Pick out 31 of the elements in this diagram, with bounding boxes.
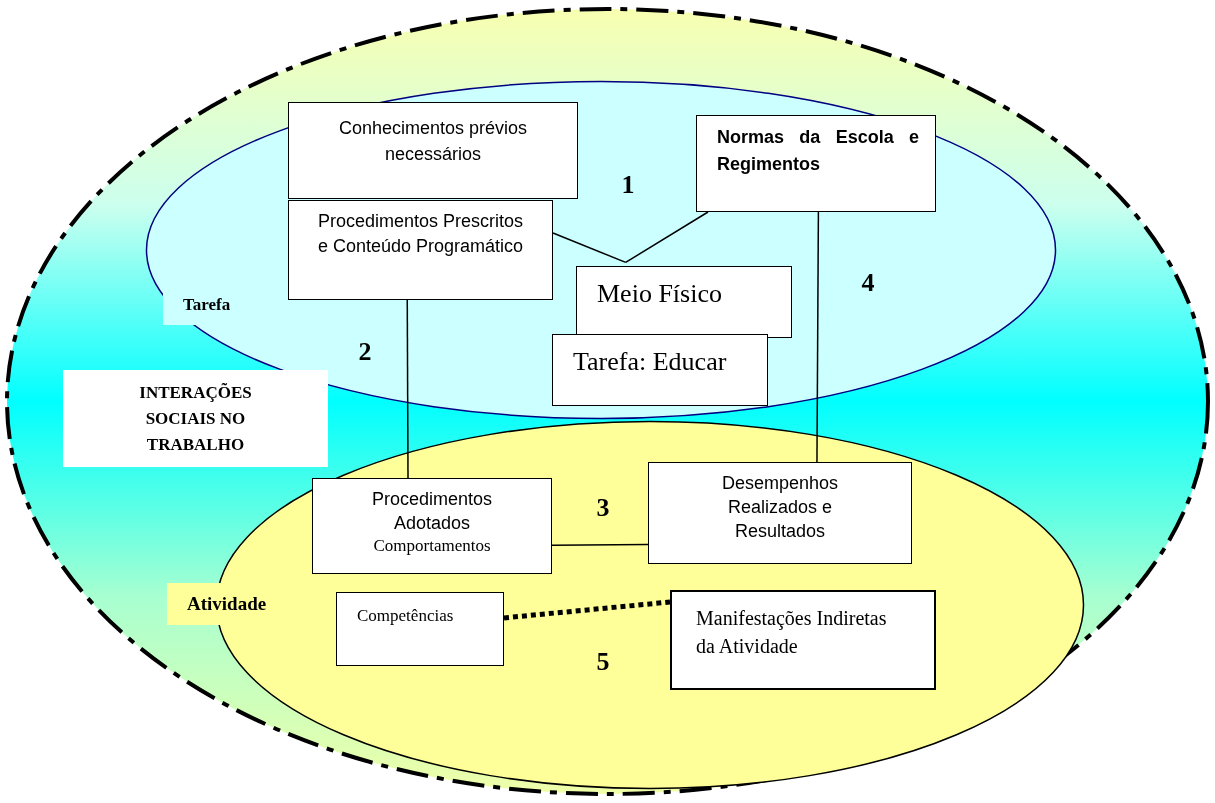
box-text: Comportamentos bbox=[372, 535, 492, 557]
connector-line bbox=[406, 299, 409, 479]
text-box bbox=[670, 590, 936, 690]
text-box bbox=[312, 478, 552, 574]
region-number: 5 bbox=[596, 649, 610, 675]
text-box bbox=[288, 200, 553, 300]
region-number: 3 bbox=[596, 495, 610, 521]
region-title: INTERAÇÕES SOCIAIS NO TRABALHO bbox=[63, 370, 328, 467]
box-text: Procedimentos Prescritos e Conteúdo Programático bbox=[316, 210, 525, 258]
region-number: 4 bbox=[861, 270, 875, 296]
box-text: Tarefa: Educar bbox=[573, 347, 728, 377]
text-box bbox=[576, 266, 792, 338]
connector-line bbox=[624, 211, 709, 264]
text-box bbox=[552, 334, 768, 406]
region-number: 1 bbox=[621, 172, 635, 198]
connector-line bbox=[552, 232, 627, 264]
text-box bbox=[648, 462, 912, 564]
box-text: Desempenhos Realizados e Resultados bbox=[720, 472, 840, 543]
box-text: Manifestações Indiretas da Atividade bbox=[696, 606, 888, 659]
box-text: Normas da Escola e Regimentos bbox=[717, 126, 919, 176]
connector-line bbox=[551, 543, 649, 546]
text-box bbox=[288, 102, 578, 199]
box-text: Meio Físico bbox=[597, 279, 723, 309]
connector-line bbox=[816, 211, 820, 463]
box-text: Conhecimentos prévios necessários bbox=[337, 117, 529, 166]
dotted-connector bbox=[503, 599, 671, 621]
text-box bbox=[696, 115, 936, 212]
box-text: Procedimentos Adotados bbox=[370, 488, 494, 535]
region-number: 2 bbox=[358, 339, 372, 365]
text-box bbox=[336, 592, 504, 666]
box-text: Competências bbox=[357, 605, 455, 627]
